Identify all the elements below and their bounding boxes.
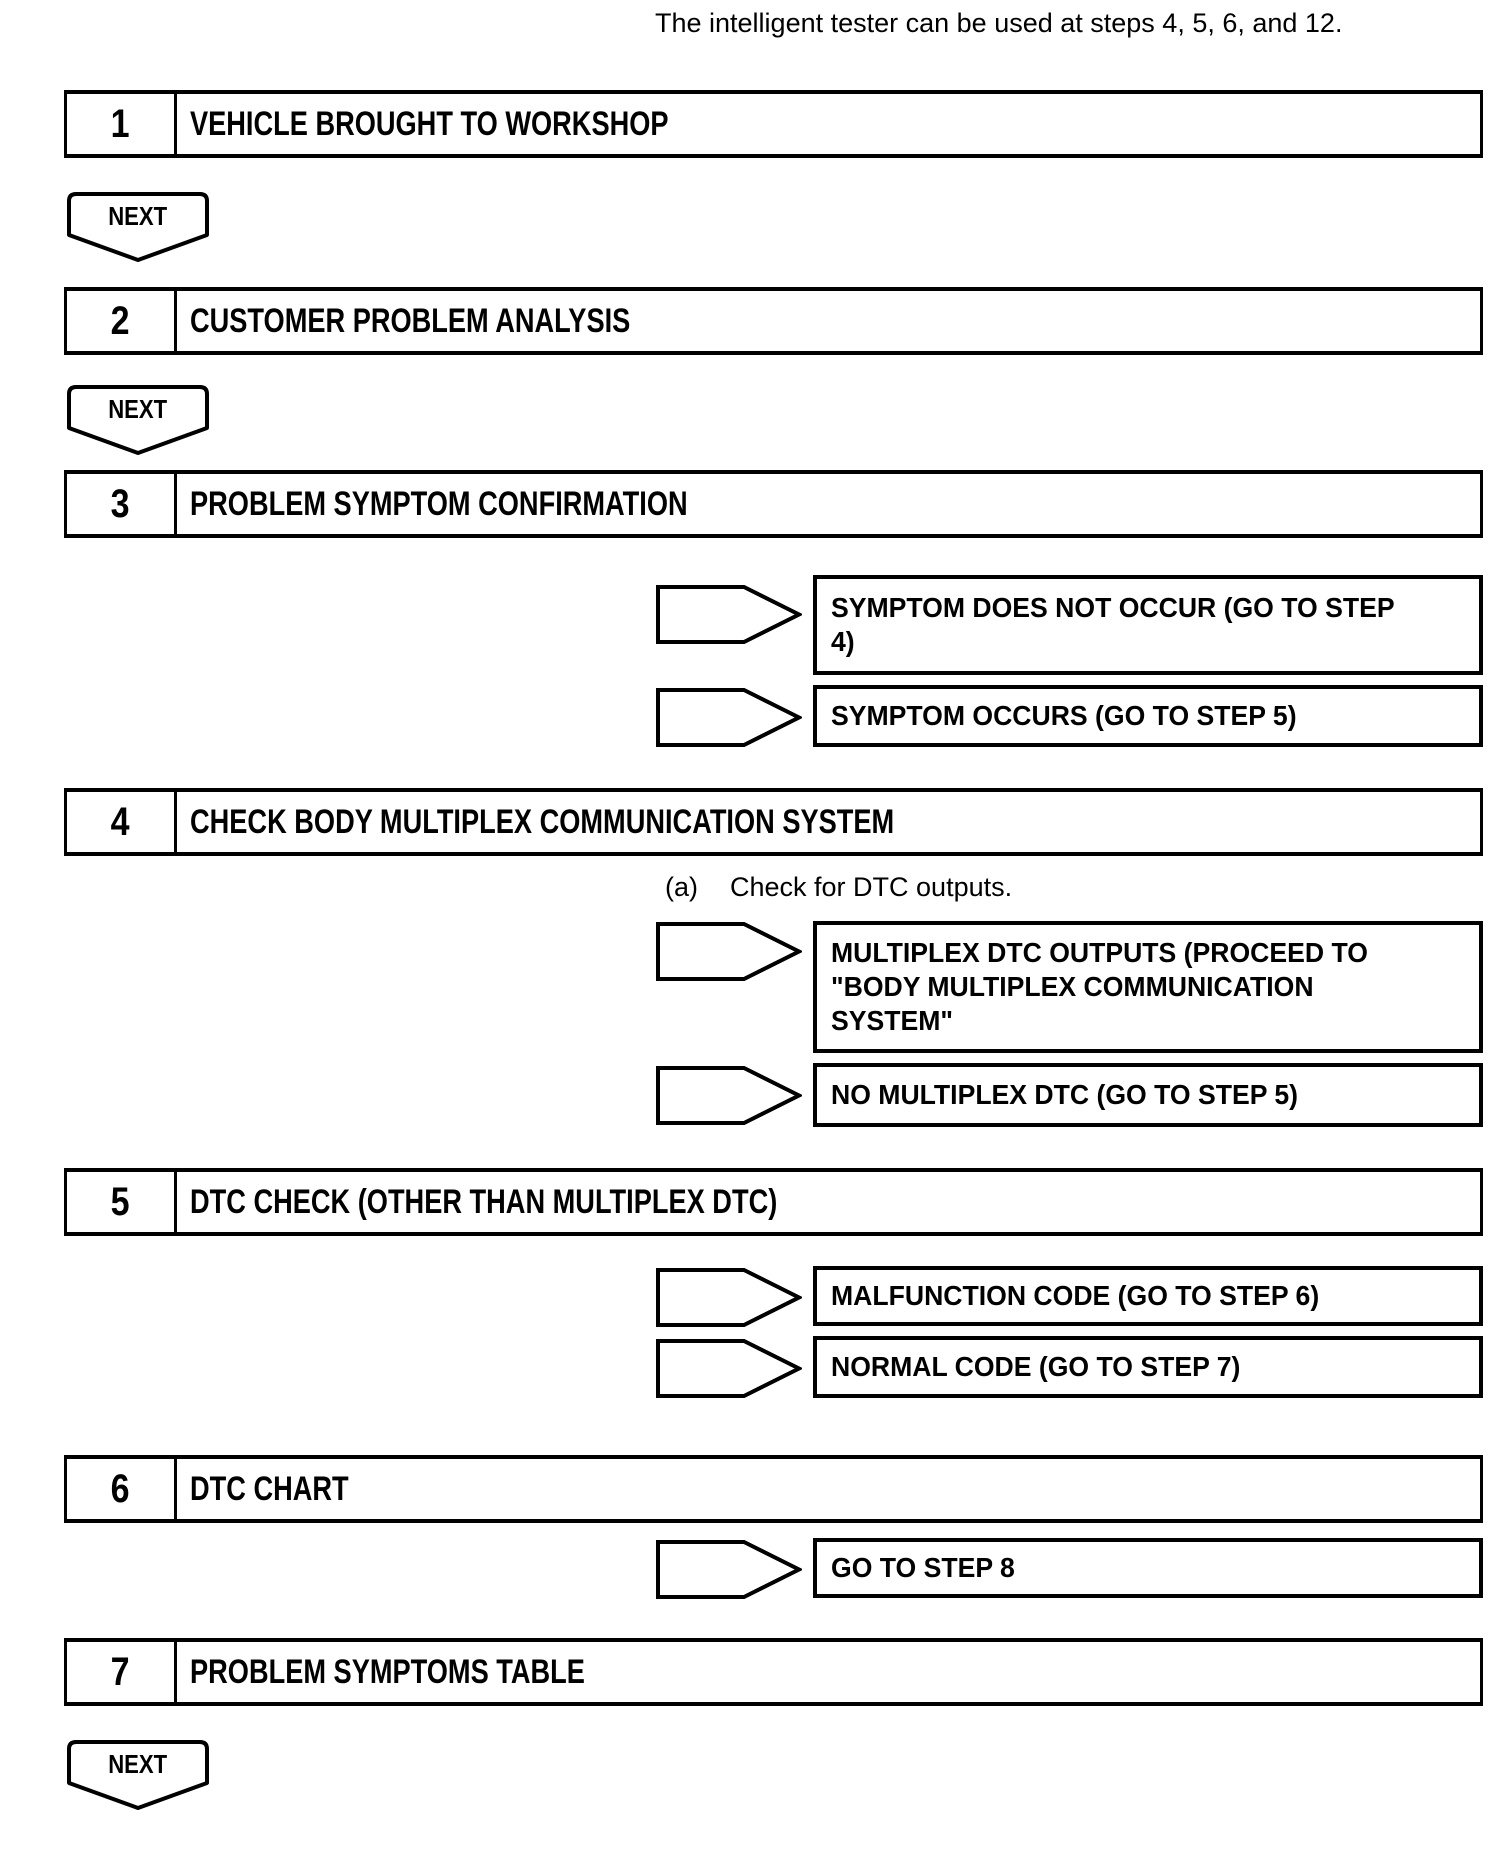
next-marker-1: NEXT	[67, 192, 209, 263]
next-marker-3: NEXT	[67, 1740, 209, 1811]
result-box-symptom-occurs: SYMPTOM OCCURS (GO TO STEP 5)	[813, 685, 1483, 747]
result-text: MALFUNCTION CODE (GO TO STEP 6)	[831, 1280, 1320, 1311]
step-number-cell: 7	[67, 1642, 177, 1702]
step-number: 7	[111, 1649, 130, 1694]
step-box-2: 2 CUSTOMER PROBLEM ANALYSIS	[64, 287, 1483, 355]
step-box-4: 4 CHECK BODY MULTIPLEX COMMUNICATION SYS…	[64, 788, 1483, 856]
step-title-cell: CUSTOMER PROBLEM ANALYSIS	[177, 291, 1480, 351]
annotation-text: Check for DTC outputs.	[730, 872, 1013, 902]
step-number-cell: 3	[67, 474, 177, 534]
step-number: 6	[111, 1466, 130, 1511]
result-arrow-icon	[656, 688, 802, 747]
step-number-cell: 1	[67, 94, 177, 154]
next-label: NEXT	[108, 1748, 168, 1779]
step-title: VEHICLE BROUGHT TO WORKSHOP	[190, 104, 669, 143]
step-title-cell: VEHICLE BROUGHT TO WORKSHOP	[177, 94, 1480, 154]
step-number-cell: 4	[67, 792, 177, 852]
step-box-7: 7 PROBLEM SYMPTOMS TABLE	[64, 1638, 1483, 1706]
step-title: PROBLEM SYMPTOM CONFIRMATION	[190, 484, 688, 523]
result-box-malfunction-code: MALFUNCTION CODE (GO TO STEP 6)	[813, 1266, 1483, 1326]
step-title-cell: DTC CHART	[177, 1459, 1480, 1519]
step-box-3: 3 PROBLEM SYMPTOM CONFIRMATION	[64, 470, 1483, 538]
step-number: 5	[111, 1179, 130, 1224]
step-box-5: 5 DTC CHECK (OTHER THAN MULTIPLEX DTC)	[64, 1168, 1483, 1236]
next-marker-2: NEXT	[67, 385, 209, 456]
step-box-1: 1 VEHICLE BROUGHT TO WORKSHOP	[64, 90, 1483, 158]
step-title-cell: CHECK BODY MULTIPLEX COMMUNICATION SYSTE…	[177, 792, 1480, 852]
result-arrow-icon	[656, 1066, 802, 1125]
result-text: GO TO STEP 8	[831, 1552, 1015, 1583]
next-label: NEXT	[108, 200, 168, 231]
step-number-cell: 6	[67, 1459, 177, 1519]
step-title: DTC CHECK (OTHER THAN MULTIPLEX DTC)	[190, 1182, 778, 1221]
result-box-go-to-step-8: GO TO STEP 8	[813, 1538, 1483, 1598]
step-number: 4	[111, 799, 130, 844]
step-number: 3	[111, 481, 130, 526]
result-box-normal-code: NORMAL CODE (GO TO STEP 7)	[813, 1336, 1483, 1398]
result-arrow-icon	[656, 585, 802, 644]
next-pentagon-icon	[67, 192, 209, 262]
step-title-cell: PROBLEM SYMPTOM CONFIRMATION	[177, 474, 1480, 534]
step-title-cell: PROBLEM SYMPTOMS TABLE	[177, 1642, 1480, 1702]
result-text: NORMAL CODE (GO TO STEP 7)	[831, 1351, 1241, 1382]
result-text: SYMPTOM DOES NOT OCCUR (GO TO STEP 4)	[831, 592, 1395, 657]
step-number: 1	[111, 101, 130, 146]
step-number-cell: 2	[67, 291, 177, 351]
next-pentagon-icon	[67, 385, 209, 455]
step-title: PROBLEM SYMPTOMS TABLE	[190, 1652, 585, 1691]
step-title: CUSTOMER PROBLEM ANALYSIS	[190, 301, 631, 340]
annotation-label: (a)	[665, 872, 698, 902]
step-number-cell: 5	[67, 1172, 177, 1232]
result-text: SYMPTOM OCCURS (GO TO STEP 5)	[831, 700, 1297, 731]
result-arrow-icon	[656, 1339, 802, 1398]
result-text: NO MULTIPLEX DTC (GO TO STEP 5)	[831, 1079, 1299, 1110]
result-box-no-multiplex-dtc: NO MULTIPLEX DTC (GO TO STEP 5)	[813, 1063, 1483, 1127]
next-label: NEXT	[108, 393, 168, 424]
next-pentagon-icon	[67, 1740, 209, 1810]
step-box-6: 6 DTC CHART	[64, 1455, 1483, 1523]
step-title: CHECK BODY MULTIPLEX COMMUNICATION SYSTE…	[190, 802, 895, 841]
result-text: MULTIPLEX DTC OUTPUTS (PROCEED TO "BODY …	[831, 937, 1368, 1036]
result-box-symptom-does-not-occur: SYMPTOM DOES NOT OCCUR (GO TO STEP 4)	[813, 575, 1483, 675]
result-arrow-icon	[656, 1268, 802, 1327]
step-title: DTC CHART	[190, 1469, 349, 1508]
result-box-multiplex-dtc-outputs: MULTIPLEX DTC OUTPUTS (PROCEED TO "BODY …	[813, 921, 1483, 1053]
step-number: 2	[111, 298, 130, 343]
step-title-cell: DTC CHECK (OTHER THAN MULTIPLEX DTC)	[177, 1172, 1480, 1232]
result-arrow-icon	[656, 922, 802, 981]
result-arrow-icon	[656, 1540, 802, 1599]
intro-note: The intelligent tester can be used at st…	[655, 8, 1343, 38]
